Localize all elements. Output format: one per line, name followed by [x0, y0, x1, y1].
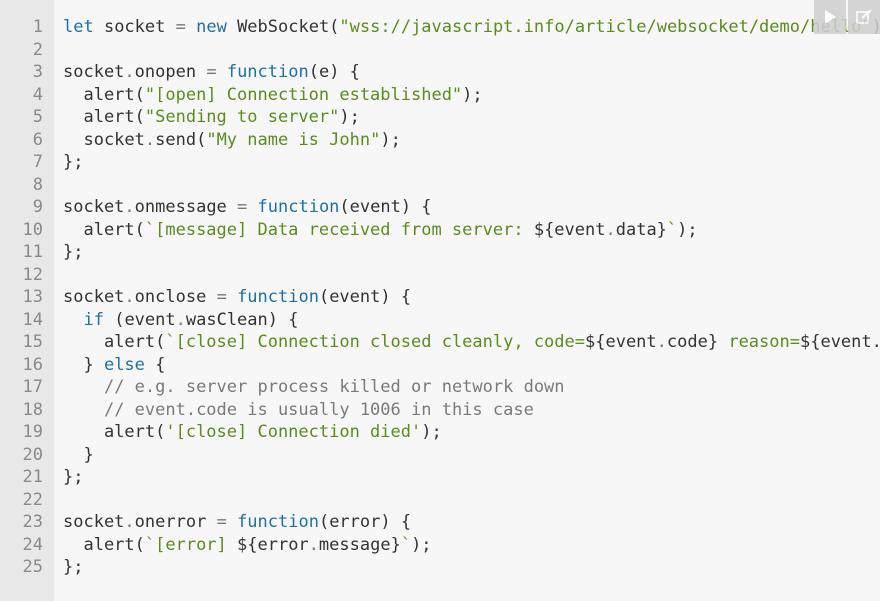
line-number: 20 [22, 444, 43, 465]
code-text: // event.code is usually 1006 in this ca… [103, 399, 534, 420]
code-text: }; [63, 242, 84, 262]
line-number: 15 [22, 332, 43, 352]
code-line: 19 alert('[close] Connection died'); [0, 421, 880, 444]
code-text: alert(`[message] Data received from serv… [63, 219, 698, 240]
line-number: 7 [32, 152, 43, 172]
code-text: alert(`[close] Connection closed cleanly… [63, 332, 880, 352]
line-number: 13 [22, 287, 43, 307]
line-number: 8 [32, 174, 43, 195]
line-number: 10 [22, 219, 43, 240]
line-number: 24 [22, 534, 43, 555]
code-line: 1 let socket = new WebSocket("wss://javas… [0, 16, 880, 39]
code-line: 5 alert("Sending to server"); [0, 106, 880, 129]
line-number: 11 [22, 242, 43, 262]
code-text: alert("Sending to server"); [63, 107, 360, 127]
edit-icon [855, 8, 873, 26]
line-number: 18 [22, 399, 43, 420]
code-text: alert("[open] Connection established"); [63, 84, 483, 105]
code-line: 10 alert(`[message] Data received from s… [0, 219, 880, 242]
code-line: 25}; [0, 556, 880, 579]
code-line: 21}; [0, 466, 880, 489]
code-line: 20 } [0, 444, 880, 467]
code-text: socket.onopen = function(e) { [63, 62, 360, 82]
code-text: alert(`[error] ${error.message}`); [63, 534, 432, 555]
line-number: 16 [22, 354, 43, 375]
edit-button[interactable] [848, 0, 880, 34]
code-text: // e.g. server process killed or network… [103, 377, 565, 397]
line-number: 22 [22, 489, 43, 510]
code-toolbar [812, 0, 880, 34]
code-line: 8 [0, 174, 880, 197]
line-number: 5 [32, 107, 43, 127]
code-text: } [63, 444, 94, 465]
code-line: 22 [0, 489, 880, 512]
code-line: 9 socket.onmessage = function(event) { [0, 196, 880, 219]
line-number: 9 [32, 197, 43, 217]
line-number: 14 [22, 309, 43, 330]
code-text: socket.onmessage = function(event) { [63, 197, 432, 217]
code-block: 1 let socket = new WebSocket("wss://javas… [0, 16, 880, 579]
code-text: } else { [63, 354, 166, 375]
code-line: 17 // e.g. server process killed or netw… [0, 376, 880, 399]
code-line: 3 socket.onopen = function(e) { [0, 61, 880, 84]
line-number: 21 [22, 467, 43, 487]
code-line: 23 socket.onerror = function(error) { [0, 511, 880, 534]
code-text: socket.send("My name is John"); [63, 129, 401, 150]
code-text: if (event.wasClean) { [83, 309, 299, 330]
code-text: socket.onerror = function(error) { [63, 512, 412, 532]
code-text: socket.onclose = function(event) { [63, 287, 412, 307]
line-number: 19 [22, 422, 43, 442]
code-text: alert('[close] Connection died'); [63, 422, 442, 442]
code-line: 11}; [0, 241, 880, 264]
code-line: 6 socket.send("My name is John"); [0, 129, 880, 152]
line-number-gutter [0, 0, 54, 601]
code-line: 12 [0, 264, 880, 287]
line-number: 6 [32, 129, 43, 150]
line-number: 1 [32, 17, 43, 37]
code-line: 7}; [0, 151, 880, 174]
line-number: 2 [32, 39, 43, 60]
run-button[interactable] [814, 0, 846, 34]
line-number: 23 [22, 512, 43, 532]
code-text: }; [63, 557, 84, 577]
code-line: 15 alert(`[close] Connection closed clea… [0, 331, 880, 354]
code-line: 18 // event.code is usually 1006 in this… [0, 399, 880, 422]
code-text: let socket = new WebSocket("wss://javasc… [63, 17, 880, 37]
line-number: 12 [22, 264, 43, 285]
line-number: 4 [32, 84, 43, 105]
line-number: 3 [32, 62, 43, 82]
code-line: 14 if (event.wasClean) { [0, 309, 880, 332]
code-line: 2 [0, 39, 880, 62]
play-icon [823, 9, 837, 25]
code-line: 13 socket.onclose = function(event) { [0, 286, 880, 309]
code-line: 16 } else { [0, 354, 880, 377]
code-line: 4 alert("[open] Connection established")… [0, 84, 880, 107]
line-number: 25 [22, 557, 43, 577]
line-number: 17 [22, 377, 43, 397]
code-text: }; [63, 467, 84, 487]
code-text: }; [63, 152, 84, 172]
code-line: 24 alert(`[error] ${error.message}`); [0, 534, 880, 557]
